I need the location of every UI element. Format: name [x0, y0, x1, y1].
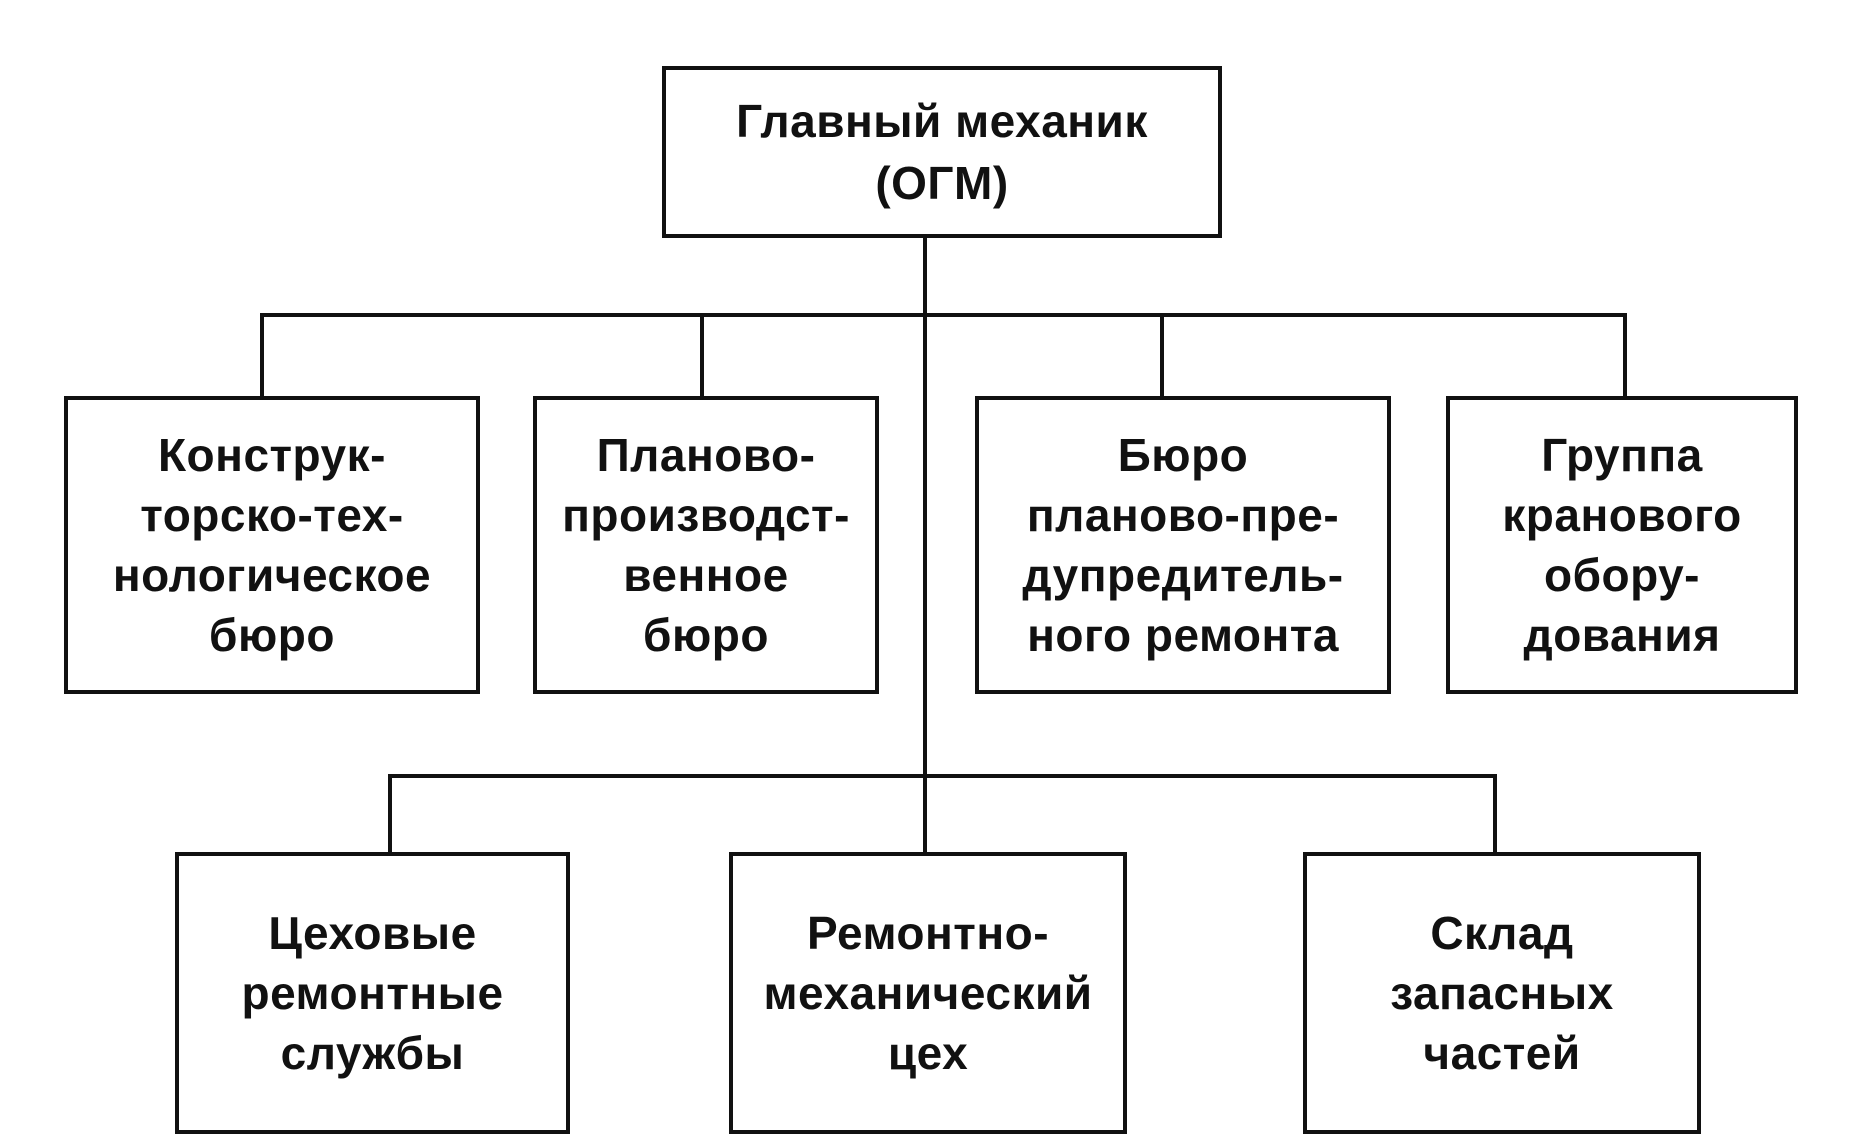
chief-mechanic-label: Главный механик (ОГМ)	[736, 95, 1148, 209]
repair-mechanical-shop-box: Ремонтно- механический цех	[729, 852, 1127, 1134]
planning-production-bureau-box: Планово- производст- венное бюро	[533, 396, 879, 694]
spare-parts-warehouse-label: Склад запасных частей	[1390, 907, 1614, 1079]
preventive-maintenance-bureau-label: Бюро планово-пре- дупредитель- ного ремо…	[1022, 429, 1344, 661]
crane-equipment-group-box: Группа кранового обору- дования	[1446, 396, 1798, 694]
crane-equipment-group-label: Группа кранового обору- дования	[1502, 429, 1742, 661]
chief-mechanic-box: Главный механик (ОГМ)	[662, 66, 1222, 238]
planning-production-bureau-label: Планово- производст- венное бюро	[562, 429, 850, 661]
spare-parts-warehouse-box: Склад запасных частей	[1303, 852, 1701, 1134]
shop-repair-services-label: Цеховые ремонтные службы	[241, 907, 504, 1079]
shop-repair-services-box: Цеховые ремонтные службы	[175, 852, 570, 1134]
design-tech-bureau-label: Конструк- торско-тех- нологическое бюро	[112, 429, 432, 661]
preventive-maintenance-bureau-box: Бюро планово-пре- дупредитель- ного ремо…	[975, 396, 1391, 694]
design-tech-bureau-box: Конструк- торско-тех- нологическое бюро	[64, 396, 480, 694]
repair-mechanical-shop-label: Ремонтно- механический цех	[763, 907, 1093, 1079]
